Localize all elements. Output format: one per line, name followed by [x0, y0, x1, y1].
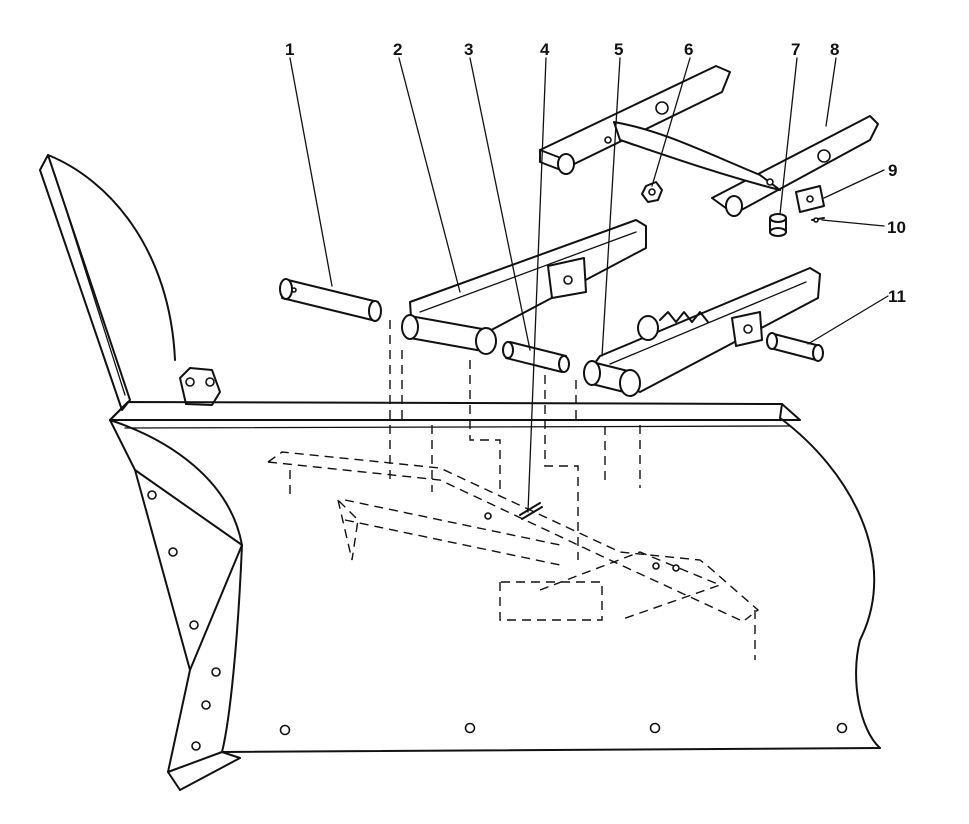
- callout-3: 3: [464, 40, 473, 59]
- callout-8: 8: [830, 40, 839, 59]
- leader-lines: [289, 57, 889, 513]
- callout-labels: 1 2 3 4 5 6 7 8 9 10 11: [285, 40, 906, 306]
- part-8-push-frame: [539, 65, 879, 217]
- callout-6: 6: [684, 40, 693, 59]
- bolt-hole: [168, 547, 178, 557]
- part-9-plate: [795, 185, 825, 213]
- callout-5: 5: [614, 40, 623, 59]
- bolt-hole: [464, 722, 476, 734]
- part-5-arm: [583, 267, 821, 397]
- part-6-nut: [641, 181, 663, 203]
- part-2-arm: [401, 219, 647, 355]
- callout-1: 1: [285, 40, 294, 59]
- bolt-hole: [189, 620, 199, 630]
- part-11-pin: [766, 332, 824, 362]
- blade-wing-plate: [109, 419, 243, 791]
- callout-2: 2: [393, 40, 402, 59]
- part-4-cotter-pin: [519, 502, 543, 520]
- callout-9: 9: [888, 161, 897, 180]
- hidden-subframe: [267, 320, 760, 660]
- callout-4: 4: [540, 40, 550, 59]
- callout-10: 10: [887, 218, 906, 237]
- part-10-screw: [811, 217, 825, 223]
- callout-7: 7: [791, 40, 800, 59]
- part-1-pin: [279, 278, 382, 322]
- part-3-pin: [502, 341, 570, 373]
- callout-11: 11: [888, 287, 906, 306]
- bolt-hole: [201, 700, 211, 710]
- bolt-hole: [649, 722, 661, 734]
- side-shield: [39, 154, 221, 411]
- bolt-hole: [211, 667, 221, 677]
- bolt-hole: [147, 490, 157, 500]
- part-7-bushing: [769, 213, 787, 237]
- bolt-hole: [279, 724, 291, 736]
- bolt-hole: [836, 722, 848, 734]
- bolt-hole: [191, 741, 201, 751]
- plow-blade: [109, 401, 881, 753]
